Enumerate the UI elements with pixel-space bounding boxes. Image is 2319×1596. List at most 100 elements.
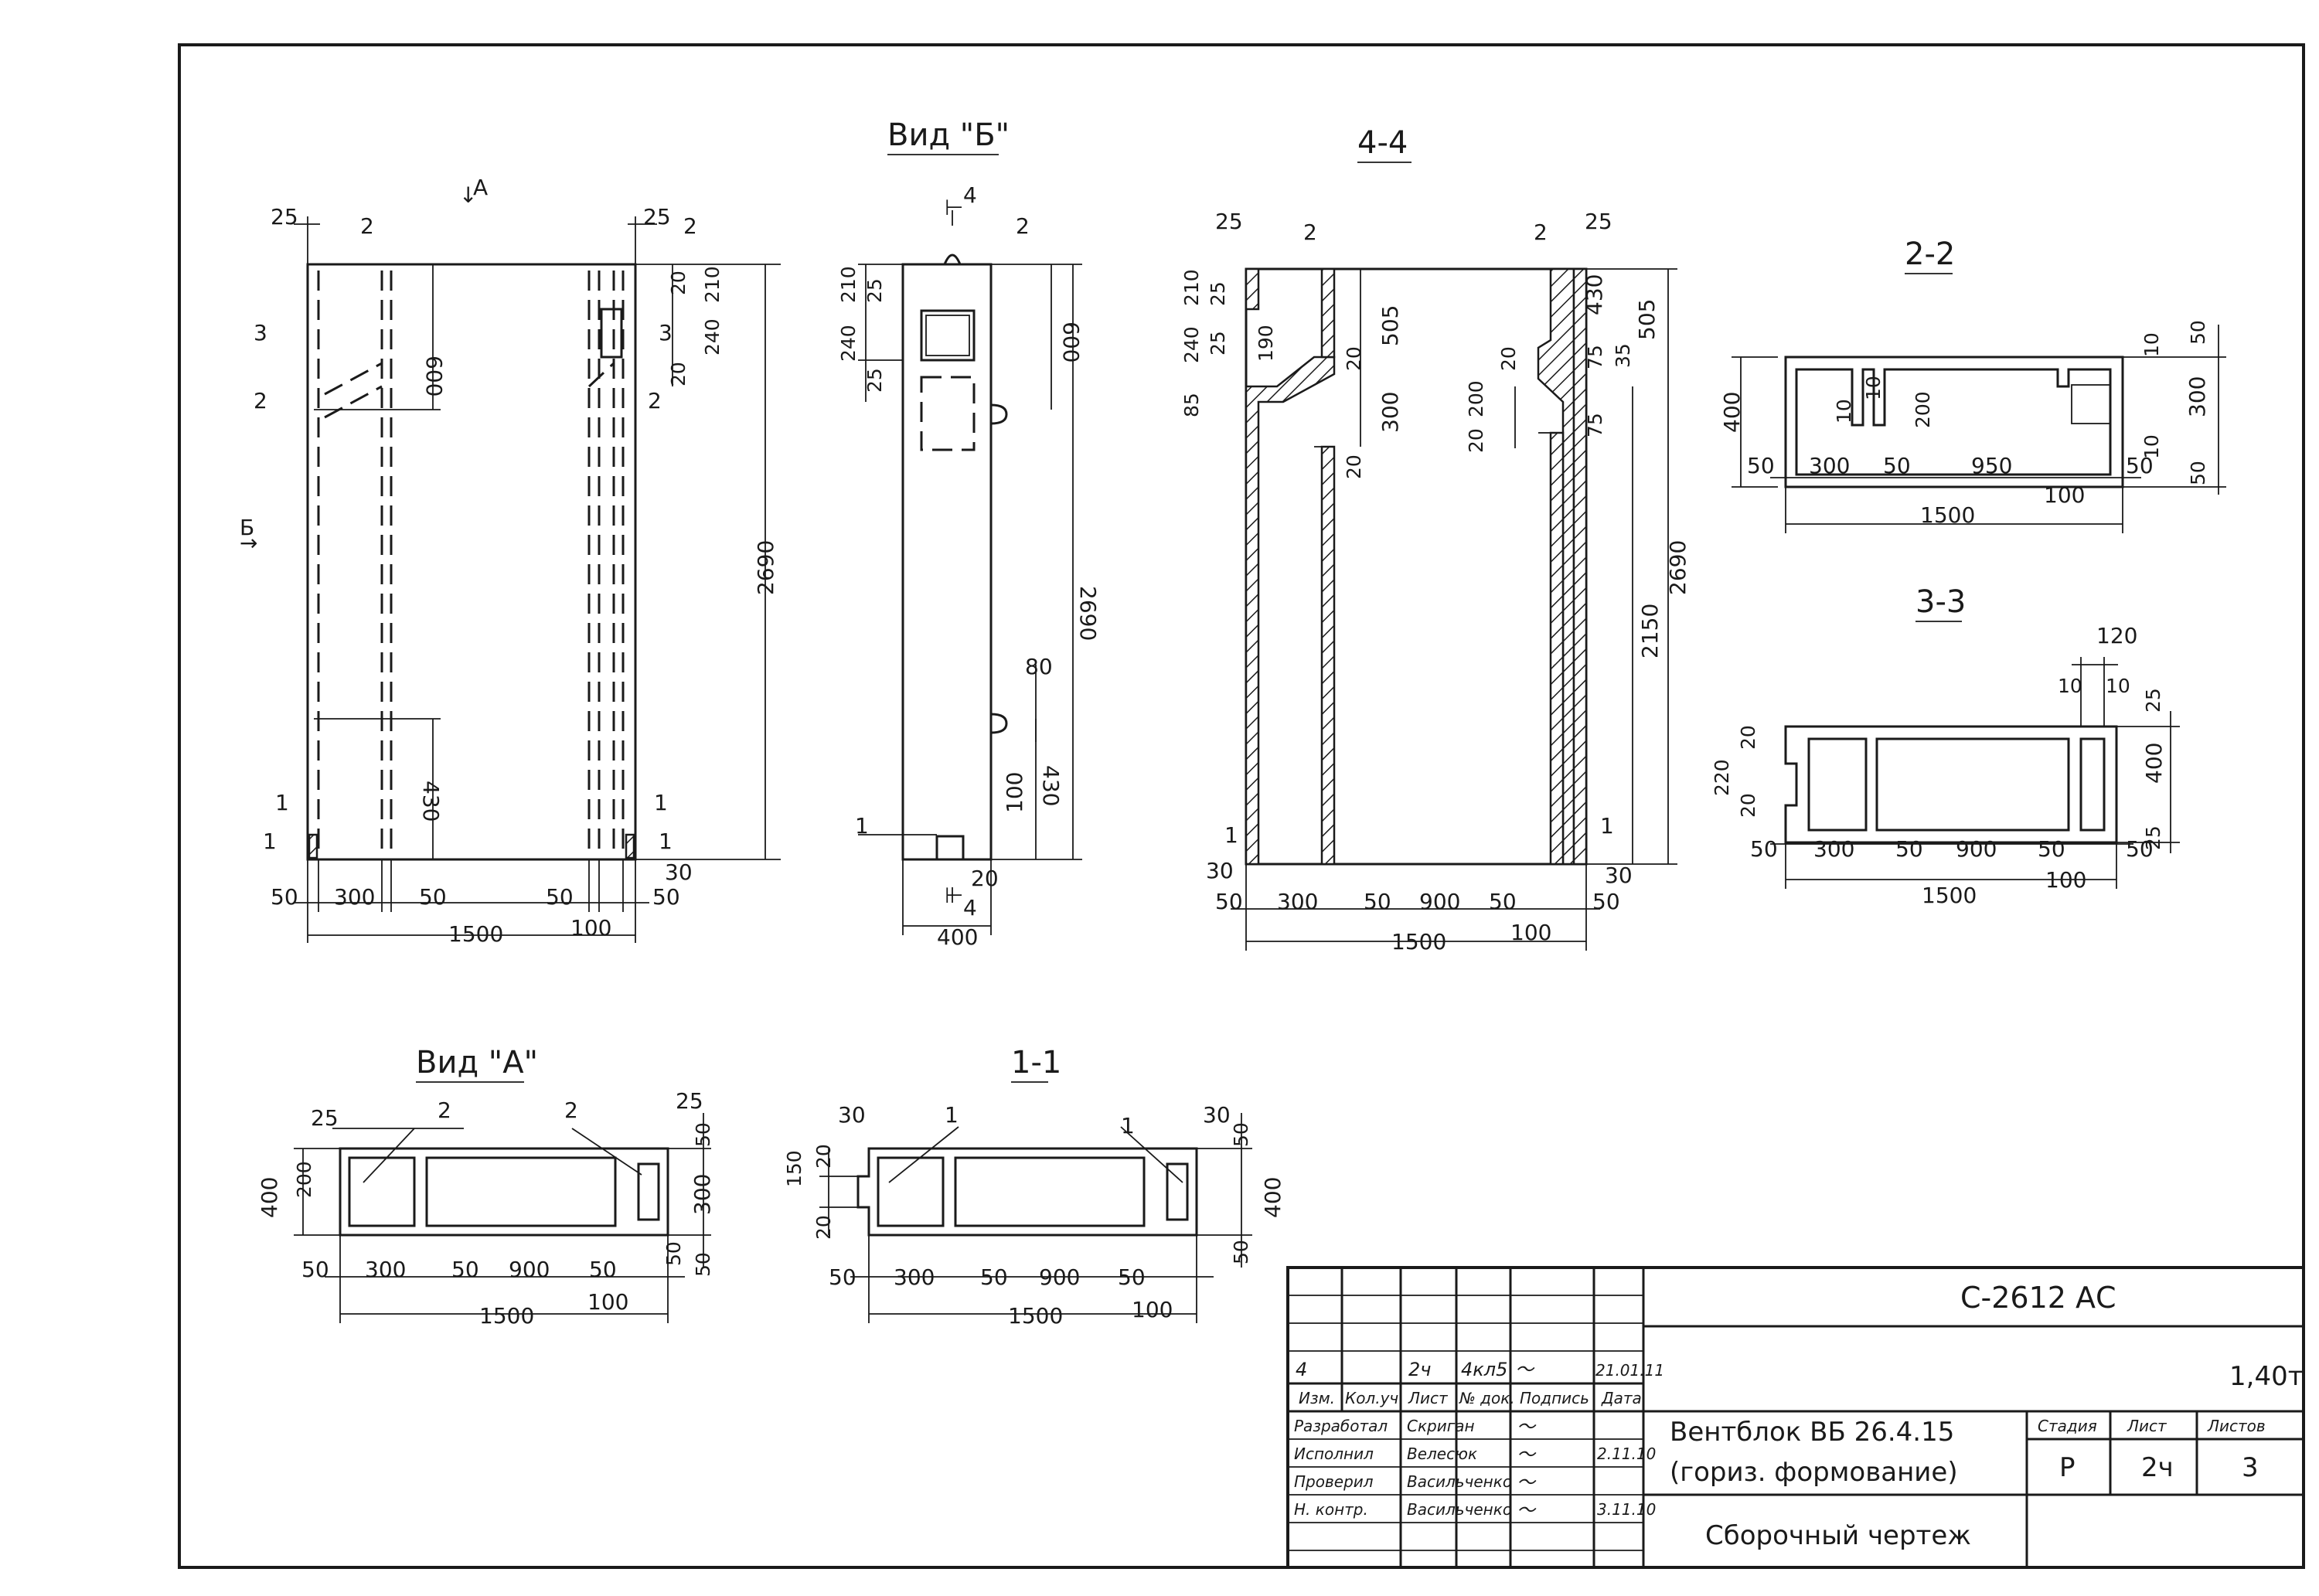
dim-label: 1500: [1920, 502, 1975, 528]
drawing-code: С-2612 АС: [1960, 1281, 2116, 1315]
dim-label: 100: [587, 1289, 628, 1315]
dim-label: 20: [1465, 428, 1487, 453]
dim-label: 10: [2140, 332, 2163, 357]
view-b-lug: [990, 713, 1008, 734]
dim-label: 240: [701, 318, 724, 356]
view-b: Вид "Б" 4 ⊢ 4 ⊢ 2 1 210 25 240 25: [837, 117, 1101, 950]
dim-label: 50: [692, 1122, 714, 1147]
dim-label: 430: [418, 781, 444, 822]
dim-label: 50: [652, 884, 680, 910]
signature-icon: 〜: [1517, 1444, 1537, 1465]
section-cavity: [2079, 737, 2106, 832]
dim-label: 2690: [1075, 586, 1101, 641]
dim-label: 900: [1419, 889, 1460, 914]
role-label: Разработал: [1294, 1417, 1388, 1435]
dim-label: 10: [2058, 675, 2082, 697]
leader-label: 1: [654, 790, 668, 815]
view-title: Вид "А": [416, 1045, 538, 1080]
dim-label: 150: [783, 1150, 805, 1187]
role-name: Васильченко: [1407, 1472, 1512, 1491]
front-outline: [306, 263, 637, 861]
dim-label: 2150: [1637, 604, 1663, 658]
stage-value: Р: [2059, 1452, 2076, 1483]
dim-label: 50: [2126, 836, 2154, 862]
dim-label: 2690: [1665, 540, 1691, 595]
dim-label: 50: [662, 1241, 685, 1266]
dim-label: 100: [1002, 772, 1027, 813]
dim-label: 190: [1255, 325, 1277, 362]
section-outline: [1784, 356, 2124, 488]
section-1-1: 1-1 1 1 30 30 20 150 20 50 400 50 50 300…: [783, 1045, 1285, 1329]
section-cavity: [1807, 737, 1868, 832]
product-note: (гориз. формование): [1670, 1457, 1958, 1488]
dim-label: 200: [1912, 391, 1934, 428]
view-b-opening: [920, 309, 976, 362]
leader-label: 2: [683, 213, 697, 239]
dim-label: 100: [1132, 1297, 1173, 1322]
section-cavity: [954, 1156, 1146, 1227]
dim-label: 50: [271, 884, 298, 910]
dim-label: 50: [1592, 889, 1620, 914]
view-a-cavity: [425, 1156, 617, 1227]
dim-label: 30: [665, 859, 693, 885]
dim-label: 120: [2096, 623, 2137, 648]
header-sign: Подпись: [1520, 1389, 1589, 1407]
dim-label: 50: [980, 1264, 1008, 1290]
cut-label: 3: [254, 320, 267, 345]
dim-label: 210: [1180, 269, 1203, 306]
cut-label: 2: [254, 388, 267, 413]
cut-label: 4: [963, 895, 977, 921]
dim-label: 50: [419, 884, 447, 910]
dim-label: 30: [838, 1102, 866, 1128]
front-hidden-line: [324, 362, 383, 396]
dim-label: 20: [1343, 454, 1365, 479]
dim-label: 25: [1207, 331, 1229, 356]
dim-label: 20: [971, 866, 999, 891]
dim-label: 10: [1833, 399, 1855, 424]
arrow-label-a: А: [473, 175, 488, 200]
view-b-opening-inner: [925, 315, 970, 356]
view-a-cavity: [348, 1156, 416, 1227]
dim-label: 300: [334, 884, 375, 910]
dim-label: 300: [1277, 889, 1318, 914]
dim-label: 50: [589, 1257, 617, 1282]
dim-label: 300: [1809, 453, 1850, 478]
cut-arrow-icon: ⊢: [945, 883, 963, 908]
section-cavity: [1875, 737, 2070, 832]
dim-label: 200: [1465, 380, 1487, 417]
view-title: 1-1: [1011, 1045, 1061, 1080]
dim-label: 10: [2106, 675, 2130, 697]
dim-label: 50: [546, 884, 574, 910]
dim-label: 25: [271, 204, 298, 230]
section-cavity: [1166, 1162, 1189, 1221]
view-b-lug: [990, 403, 1008, 425]
view-b-lug: [943, 254, 962, 265]
dim-label: 50: [2038, 836, 2065, 862]
dim-label: 50: [2187, 461, 2209, 485]
dim-label: 300: [1813, 836, 1854, 862]
leader-label: 1: [1224, 822, 1238, 848]
sheet-value: 2ч: [2141, 1452, 2174, 1483]
view-title: 4-4: [1357, 125, 1408, 161]
header-kol: Кол.уч.: [1345, 1389, 1404, 1407]
dim-label: 1500: [448, 921, 503, 947]
dim-label: 75: [1584, 345, 1606, 369]
dim-label: 900: [509, 1257, 550, 1282]
stage-header: Стадия: [2038, 1417, 2097, 1435]
dim-label: 50: [1750, 836, 1778, 862]
section-wall: [1549, 431, 1565, 866]
header-date: Дата: [1601, 1389, 1642, 1407]
front-corner: [625, 833, 635, 859]
dim-label: 300: [894, 1264, 935, 1290]
header-izm: Изм.: [1299, 1389, 1335, 1407]
dim-label: 210: [837, 266, 860, 303]
dim-label: 1500: [1922, 883, 1977, 908]
leader-label: 1: [855, 813, 869, 839]
dim-label: 80: [1025, 654, 1053, 679]
dim-label: 25: [1585, 209, 1612, 234]
section-2-2: 2-2 400 10 10 200 10 50 300 10 50 50 300…: [1719, 237, 2226, 533]
dim-label: 100: [2045, 867, 2086, 893]
dim-label: 20: [1497, 346, 1520, 371]
revision-date: 21.01.11: [1595, 1361, 1664, 1380]
dim-label: 950: [1971, 453, 2012, 478]
